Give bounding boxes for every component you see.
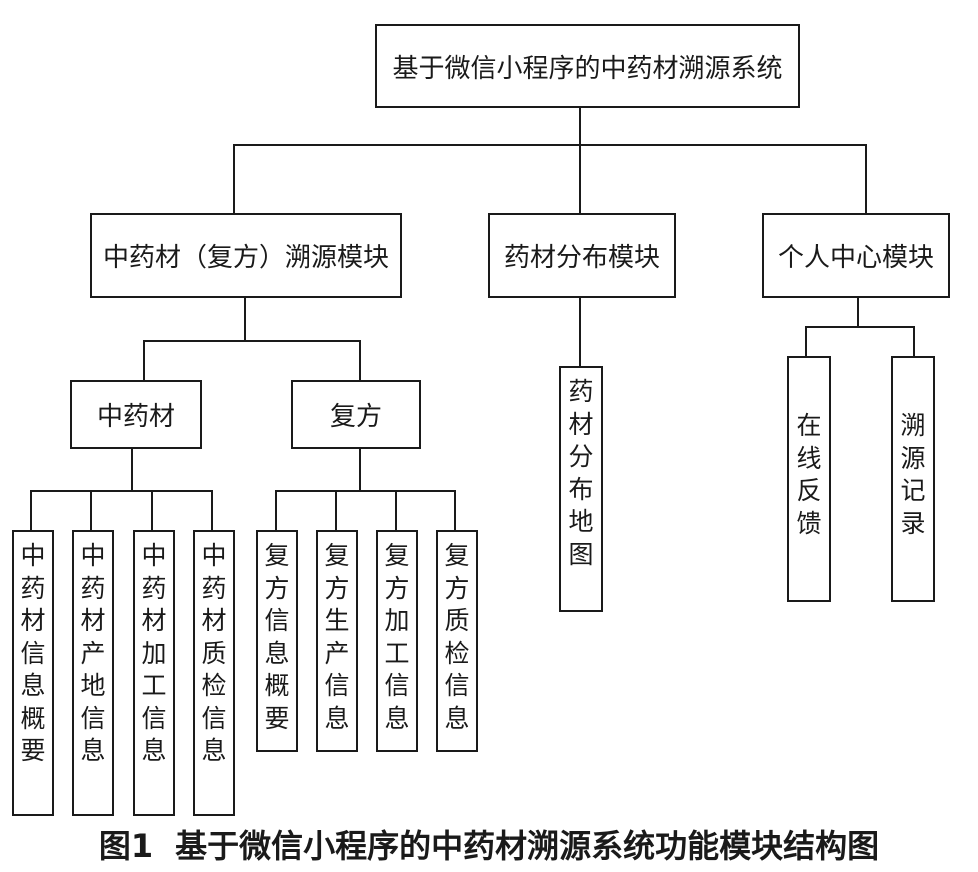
formula-item: 复方生产信息 [316, 530, 358, 752]
herb-item: 中药材信息概要 [12, 530, 54, 816]
connector-module-1 [233, 144, 235, 214]
connector-module-3 [865, 144, 867, 214]
connector-trace-down [244, 296, 246, 342]
formula-item-label: 复方质检信息 [444, 541, 470, 733]
connector-distribution-down [579, 296, 581, 366]
connector-formula-item-4 [454, 490, 456, 530]
distribution-item: 药材分布地图 [559, 366, 603, 612]
herb-item: 中药材质检信息 [193, 530, 235, 816]
connector-personal-down [857, 296, 859, 328]
formula-item: 复方加工信息 [376, 530, 418, 752]
personal-item: 溯源记录 [891, 356, 935, 602]
root-node: 基于微信小程序的中药材溯源系统 [375, 24, 800, 108]
figure-caption: 图1 基于微信小程序的中药材溯源系统功能模块结构图 [0, 822, 978, 866]
formula-item: 复方质检信息 [436, 530, 478, 752]
connector-formula [359, 340, 361, 380]
connector-herb [143, 340, 145, 380]
herb-item-label: 中药材加工信息 [141, 541, 167, 765]
figure-caption-text: 基于微信小程序的中药材溯源系统功能模块结构图 [175, 827, 880, 865]
personal-item-label: 溯源记录 [900, 411, 926, 538]
formula-item: 复方信息概要 [256, 530, 298, 752]
figure-number: 图1 [98, 827, 154, 865]
connector-root-down [579, 106, 581, 146]
formula-item-label: 复方加工信息 [384, 541, 410, 733]
module-personal: 个人中心模块 [762, 213, 950, 298]
connector-personal-item-2 [913, 326, 915, 358]
connector-herb-item-1 [30, 490, 32, 530]
connector-personal-item-1 [805, 326, 807, 358]
module-personal-label: 个人中心模块 [777, 243, 934, 273]
connector-modules-bar [233, 144, 867, 146]
connector-formula-down [359, 447, 361, 492]
module-trace: 中药材（复方）溯源模块 [90, 213, 402, 298]
formula-item-label: 复方信息概要 [264, 541, 290, 733]
personal-item-label: 在线反馈 [796, 411, 822, 538]
module-trace-label: 中药材（复方）溯源模块 [102, 243, 389, 273]
connector-herb-down [131, 447, 133, 492]
connector-formula-item-2 [335, 490, 337, 530]
connector-herb-bar [30, 490, 213, 492]
herb-item-label: 中药材信息概要 [20, 541, 46, 765]
module-distribution: 药材分布模块 [488, 213, 676, 298]
connector-herb-item-3 [151, 490, 153, 530]
module-distribution-label: 药材分布模块 [503, 243, 660, 273]
connector-formula-item-1 [275, 490, 277, 530]
connector-herb-item-2 [90, 490, 92, 530]
connector-formula-item-3 [395, 490, 397, 530]
formula-item-label: 复方生产信息 [324, 541, 350, 733]
root-node-label: 基于微信小程序的中药材溯源系统 [392, 53, 783, 84]
group-formula-label: 复方 [329, 402, 382, 432]
group-herb: 中药材 [70, 380, 202, 449]
distribution-item-label: 药材分布地图 [568, 377, 594, 569]
connector-formula-bar [275, 490, 456, 492]
group-herb-label: 中药材 [96, 402, 175, 432]
herb-item: 中药材产地信息 [72, 530, 114, 816]
herb-item: 中药材加工信息 [133, 530, 175, 816]
connector-herb-item-4 [211, 490, 213, 530]
herb-item-label: 中药材质检信息 [201, 541, 227, 765]
personal-item: 在线反馈 [787, 356, 831, 602]
connector-trace-bar [143, 340, 361, 342]
connector-personal-bar [805, 326, 915, 328]
connector-module-2 [579, 144, 581, 214]
group-formula: 复方 [291, 380, 421, 449]
herb-item-label: 中药材产地信息 [80, 541, 106, 765]
